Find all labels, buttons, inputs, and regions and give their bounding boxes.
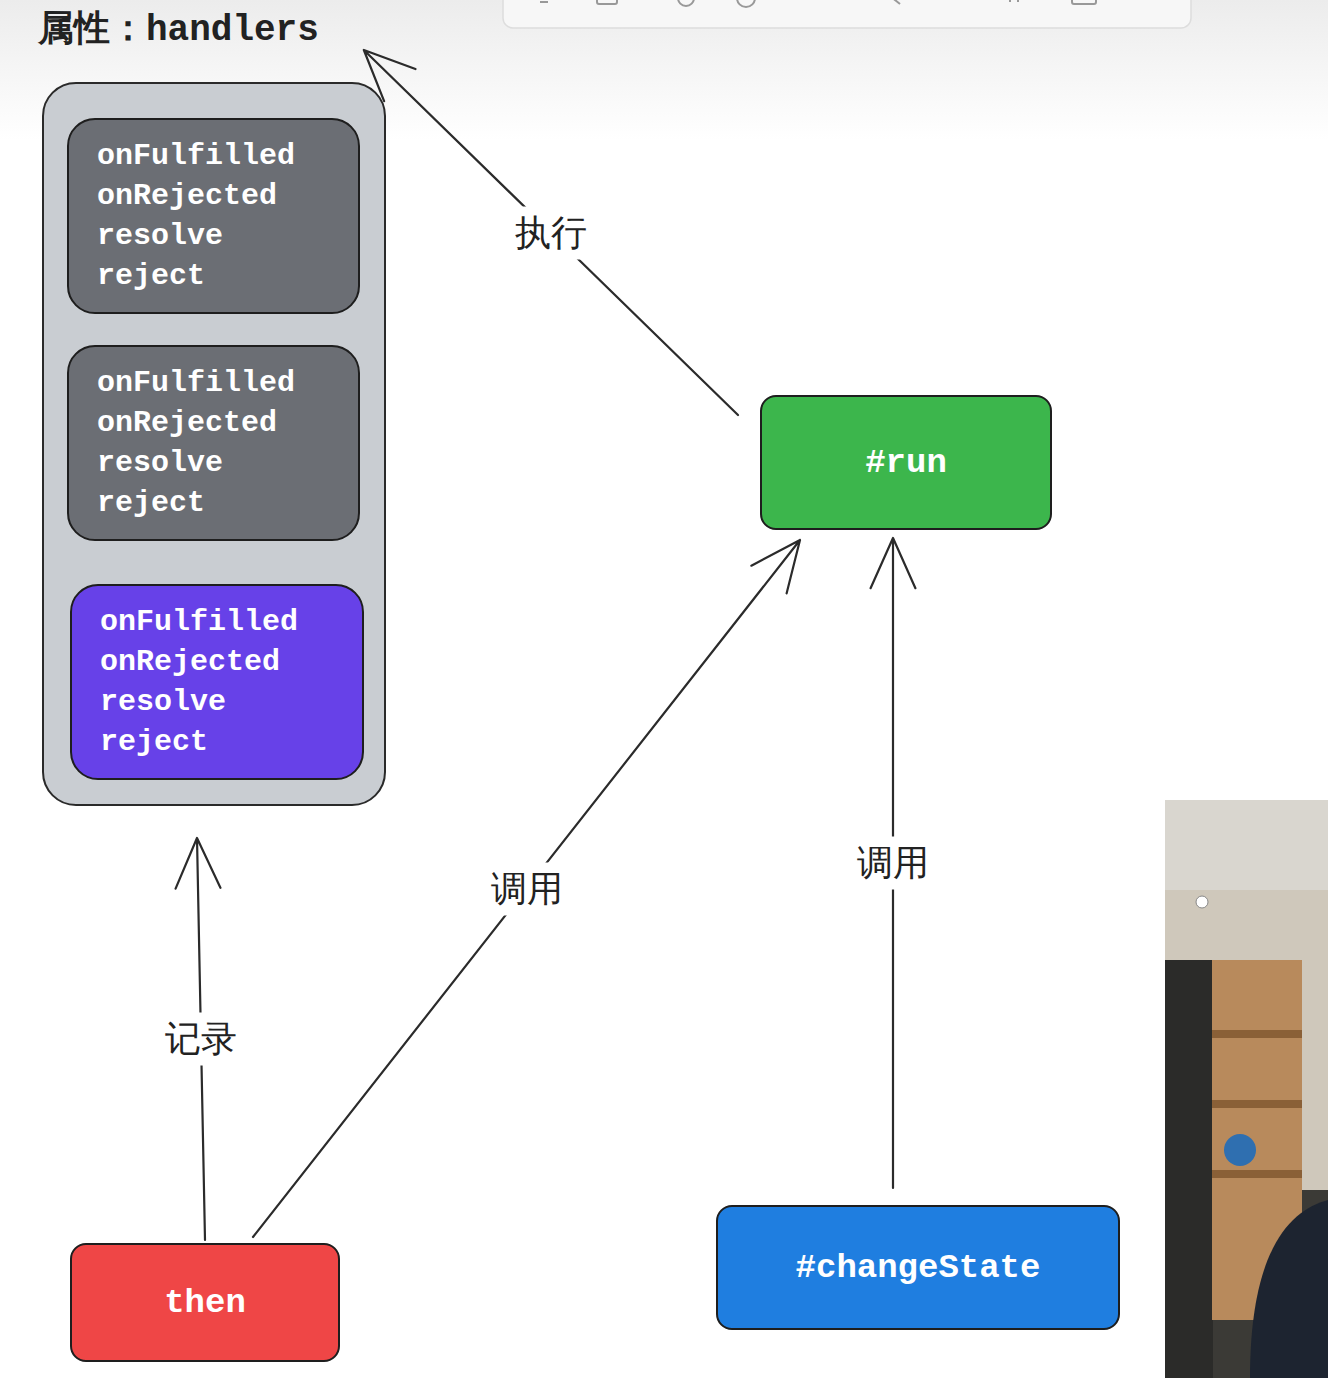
handlers-container: 属性：handlersonFulfilled onRejected resolv…: [42, 82, 386, 806]
edge-label: 执行: [509, 206, 593, 259]
node-label: onFulfilled onRejected resolve reject: [97, 363, 312, 523]
toolbar: [503, 0, 1191, 28]
node-label: #run: [865, 444, 947, 482]
property-heading: 属性：handlers: [38, 4, 319, 53]
edge-label: 记录: [159, 1013, 243, 1066]
node-label: #changeState: [796, 1249, 1041, 1287]
node-label: onFulfilled onRejected resolve reject: [97, 136, 312, 296]
handler-record: onFulfilled onRejected resolve reject: [67, 118, 360, 314]
handler-record: onFulfilled onRejected resolve reject: [70, 584, 364, 780]
connector: [364, 50, 738, 415]
edge-label: 调用: [851, 837, 935, 890]
handler-record: onFulfilled onRejected resolve reject: [67, 345, 360, 541]
webcam-photo: [1165, 800, 1328, 1378]
run-method: #run: [760, 395, 1052, 530]
change-state-method: #changeState: [716, 1205, 1120, 1330]
edge-label: 调用: [485, 862, 569, 915]
node-label: then: [164, 1284, 246, 1322]
then-method: then: [70, 1243, 340, 1362]
connector-line: [364, 50, 738, 415]
node-label: onFulfilled onRejected resolve reject: [100, 602, 315, 762]
